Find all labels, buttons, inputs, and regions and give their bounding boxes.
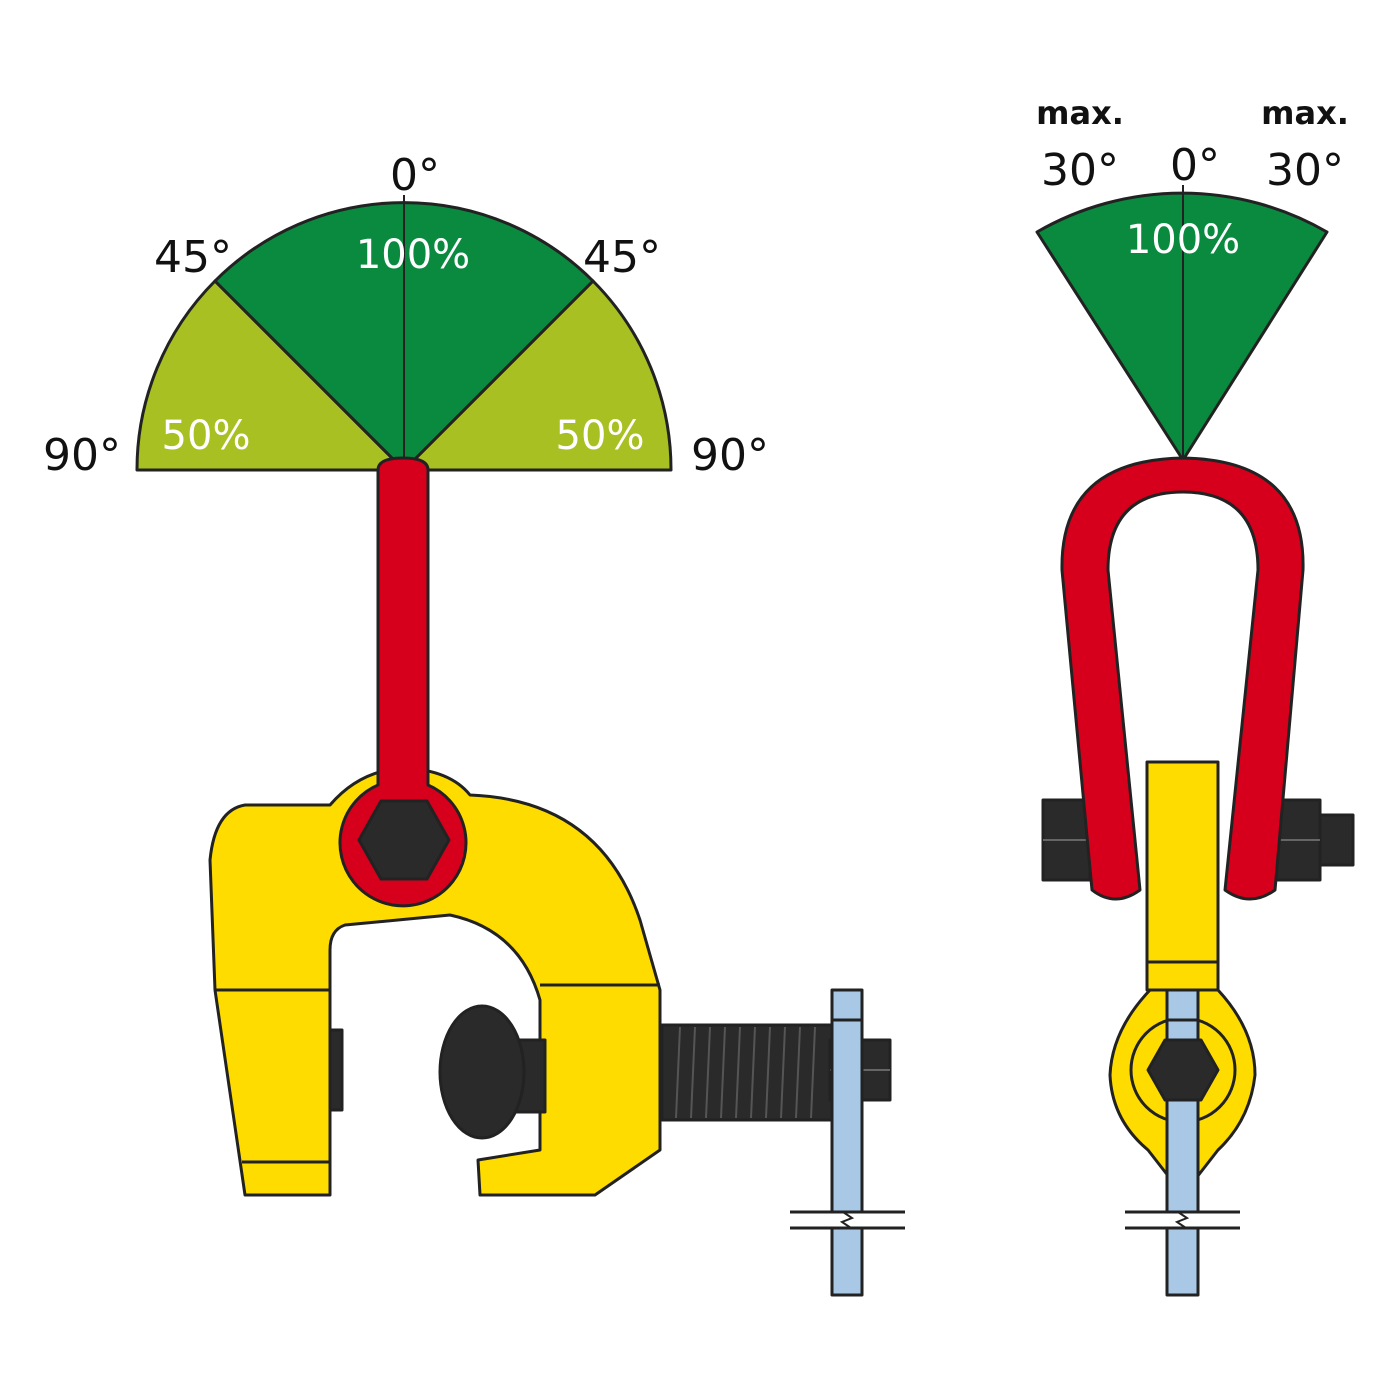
angle-45-left: 45°: [154, 232, 232, 283]
angle-45-right: 45°: [583, 232, 661, 283]
hex-bolt: [357, 799, 451, 881]
clamp-front-view: [1041, 456, 1355, 1297]
right-angle-gauge: max. max. 30° 0° 30° 100%: [1035, 94, 1349, 462]
max-right-label: max.: [1261, 94, 1349, 132]
tommy-bar-right: [1165, 988, 1200, 1297]
threaded-spindle: [660, 1023, 834, 1122]
angle-30-left: 30°: [1041, 145, 1119, 196]
angle-90-left: 90°: [43, 430, 121, 481]
zone-100-right-label: 100%: [1126, 217, 1240, 263]
left-angle-gauge: 0° 45° 45° 90° 90° 100% 50% 50%: [43, 150, 769, 481]
max-left-label: max.: [1036, 94, 1124, 132]
zone-right-50: [402, 279, 673, 472]
tommy-bar: [830, 988, 864, 1297]
clamp-pad: [328, 1028, 344, 1112]
clamp-side-view: [208, 456, 905, 1297]
angle-30-right: 30°: [1266, 145, 1344, 196]
zone-50-right-label: 50%: [556, 413, 645, 459]
hex-bolt-right: [1146, 1038, 1220, 1102]
shackle: [1060, 456, 1305, 901]
zone-50-left-label: 50%: [162, 413, 251, 459]
angle-90-right: 90°: [691, 430, 769, 481]
swivel-jaw-knob: [438, 1004, 526, 1140]
zone-left-50: [135, 279, 406, 472]
lifting-eye: [338, 456, 468, 908]
angle-0: 0°: [390, 150, 440, 201]
body-plate: [1145, 760, 1220, 992]
zone-100-label: 100%: [356, 232, 470, 278]
angle-0-right: 0°: [1170, 140, 1220, 191]
